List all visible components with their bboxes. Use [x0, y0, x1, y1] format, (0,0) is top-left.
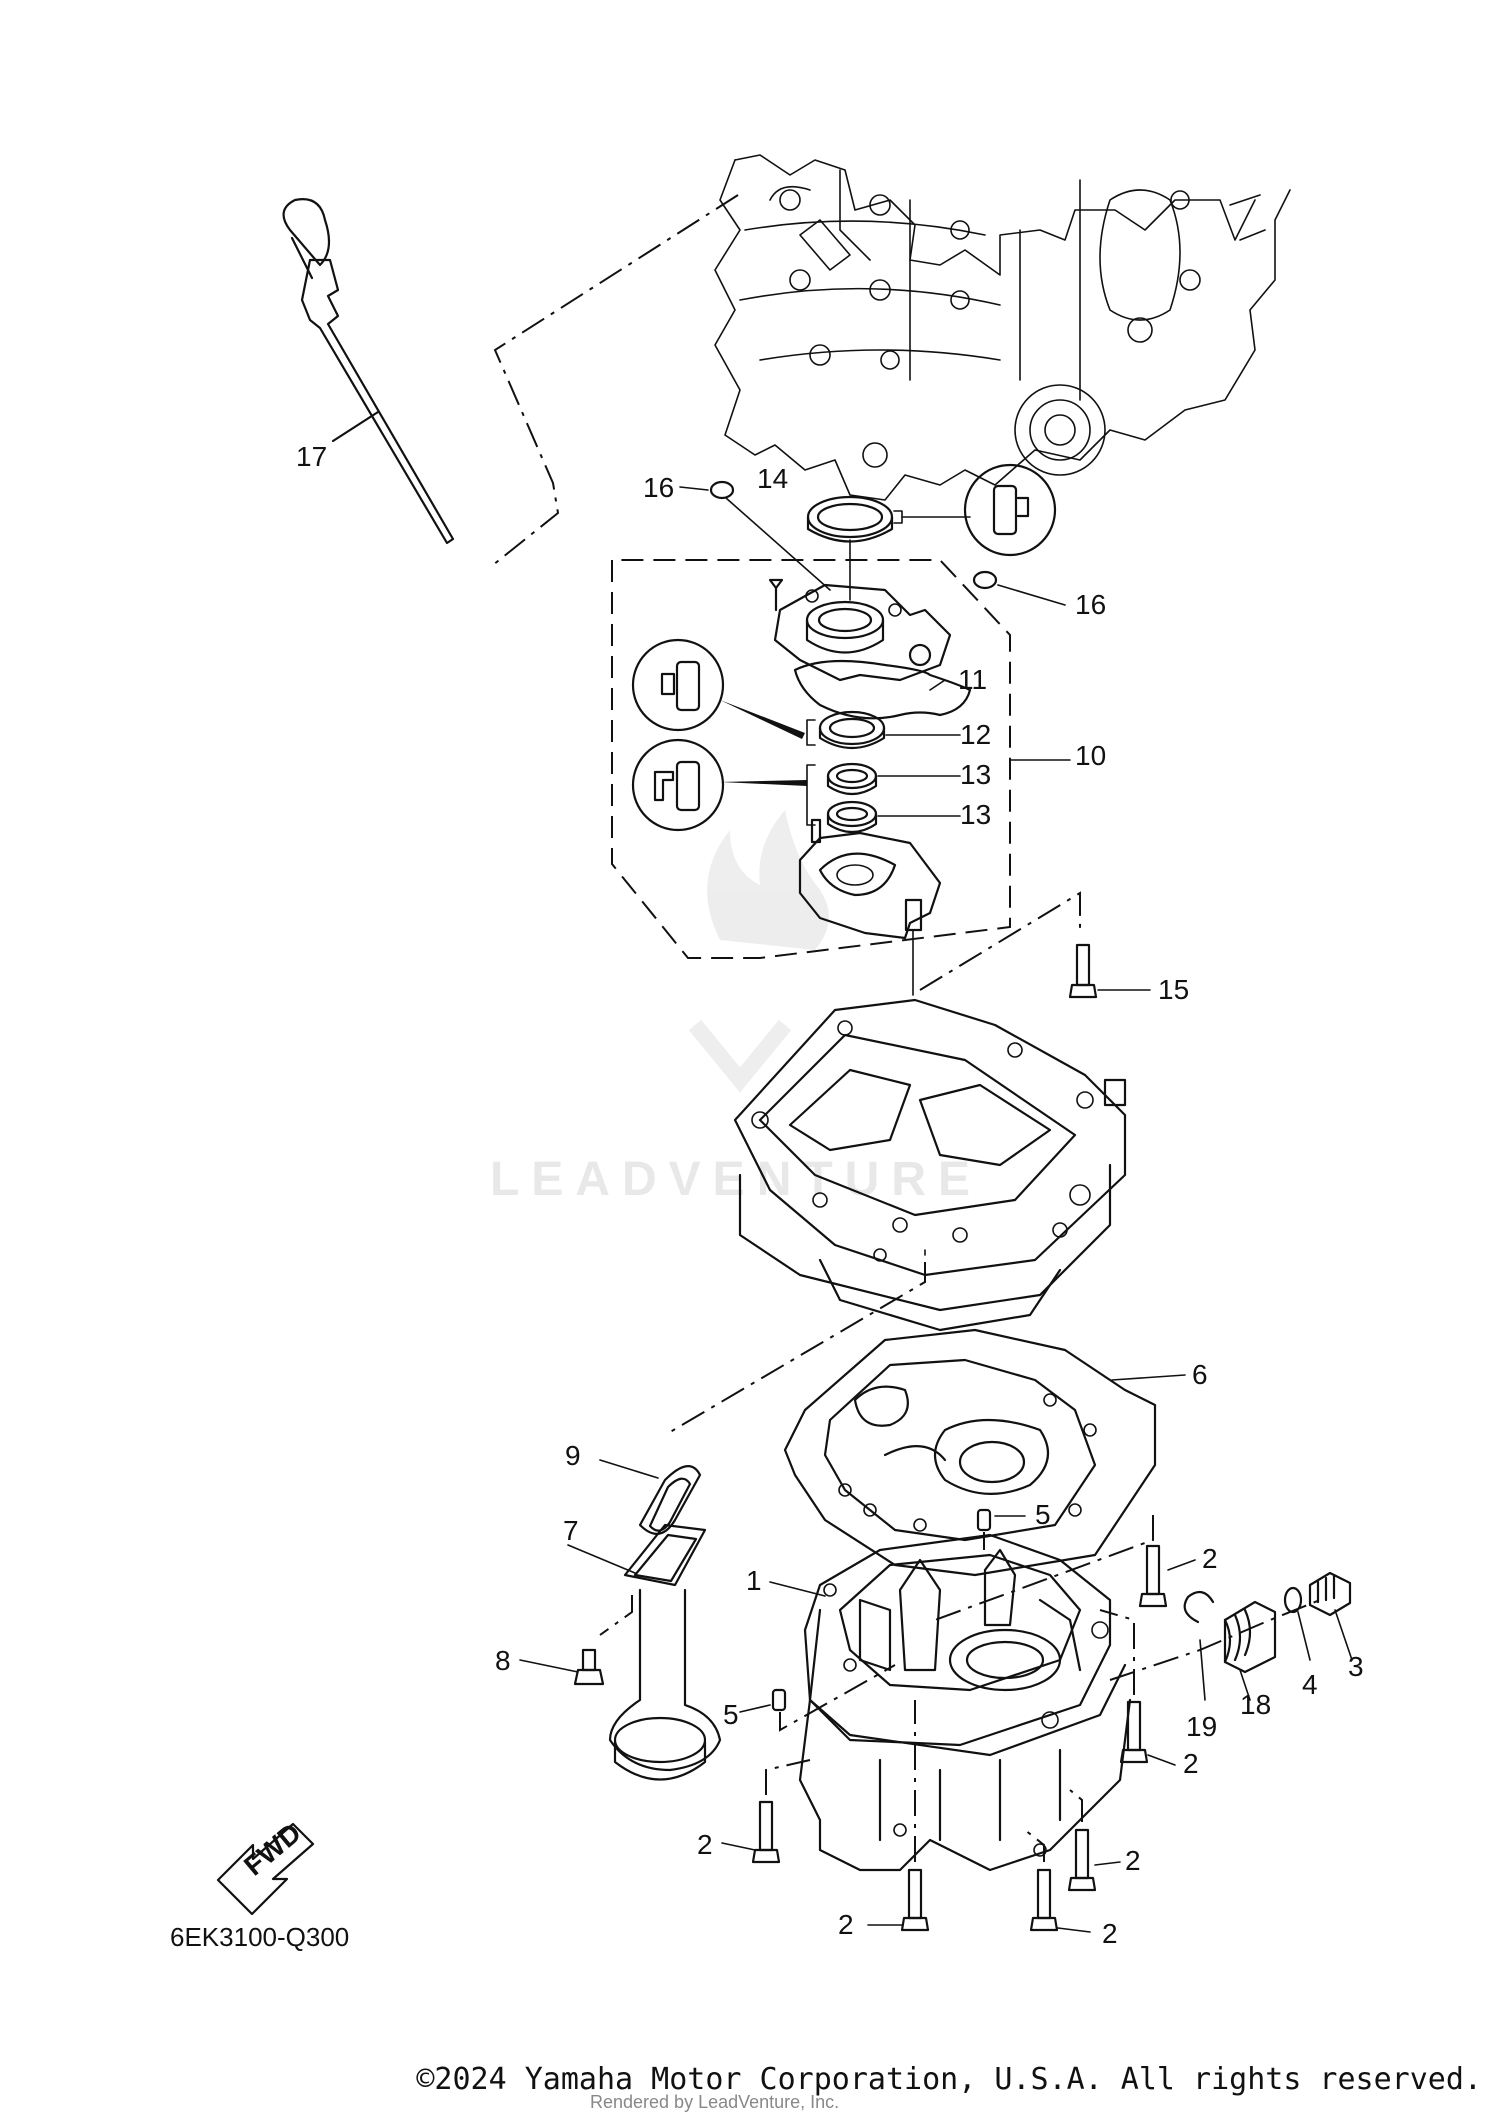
callout-9: 9 — [565, 1440, 581, 1471]
gasket-6 — [783, 1328, 1186, 1577]
callout-7: 7 — [563, 1515, 579, 1546]
seal-orientation-bubble-2 — [631, 738, 807, 832]
o-ring-16-right — [972, 570, 998, 590]
callout-8: 8 — [495, 1645, 511, 1676]
callout-13-lower: 13 — [960, 799, 991, 830]
bolt-2-left — [721, 1759, 811, 1864]
callout-5-top: 5 — [1035, 1499, 1051, 1530]
callout-5-left: 5 — [723, 1699, 739, 1730]
exhaust-guide — [733, 998, 1127, 1332]
callout-2-f: 2 — [1102, 1918, 1118, 1949]
housing-lower — [798, 818, 942, 996]
bolt-8 — [519, 1648, 605, 1686]
callout-14: 14 — [757, 463, 788, 494]
watermark: LEADVENTURE — [490, 810, 982, 1206]
callout-6: 6 — [1192, 1359, 1208, 1390]
callout-4: 4 — [1302, 1669, 1318, 1700]
callout-16-left: 16 — [643, 472, 674, 503]
bolt-2-bottom-left — [867, 1700, 930, 1932]
callout-12: 12 — [960, 719, 991, 750]
oil-seal-14 — [806, 463, 1057, 601]
callout-labels: 17 16 14 16 11 12 10 13 13 15 6 9 5 7 2 … — [296, 441, 1364, 1949]
callout-2-e: 2 — [838, 1909, 854, 1940]
gasket-11 — [793, 659, 972, 720]
diagram-code: 6EK3100-Q300 — [170, 1922, 349, 1952]
callout-16-right: 16 — [1075, 589, 1106, 620]
fwd-arrow-icon: FWD — [216, 1817, 315, 1916]
callout-2-a: 2 — [1202, 1543, 1218, 1574]
seal-orientation-bubble-1 — [631, 638, 805, 739]
oil-seal-13-lower — [826, 800, 961, 834]
housing-upper — [768, 578, 952, 682]
dipstick — [282, 194, 739, 566]
rendered-by-text: Rendered by LeadVenture, Inc. — [590, 2092, 840, 2112]
callout-13-upper: 13 — [960, 759, 991, 790]
callout-19: 19 — [1186, 1711, 1217, 1742]
bolt-2-bottom-mid — [1067, 1789, 1121, 1892]
o-ring-16-left — [709, 480, 735, 500]
bolt-2-right-upper — [934, 1515, 1196, 1621]
oil-seal-12 — [806, 710, 961, 749]
drain-assembly — [1109, 1571, 1353, 1701]
dowel-pin-5-top — [976, 1508, 1026, 1550]
callout-1: 1 — [746, 1565, 762, 1596]
callout-10: 10 — [1075, 740, 1106, 771]
oil-strainer-pipe-7 — [567, 1523, 722, 1781]
callout-2-c: 2 — [697, 1829, 713, 1860]
oil-pan-1 — [769, 1533, 1132, 1872]
bolt-2-right-lower — [1099, 1609, 1176, 1766]
callout-11: 11 — [958, 664, 987, 695]
bolt-2-bottom-right — [1024, 1829, 1091, 1933]
guide-centerline — [664, 1262, 926, 1436]
oil-seal-13-upper — [826, 762, 961, 796]
callout-2-b: 2 — [1183, 1748, 1199, 1779]
gasket-9 — [599, 1459, 702, 1535]
callout-15: 15 — [1158, 974, 1189, 1005]
watermark-text: LEADVENTURE — [490, 1153, 982, 1206]
callout-17: 17 — [296, 441, 327, 472]
copyright-notice: ©2024 Yamaha Motor Corporation, U.S.A. A… — [416, 2062, 1482, 2097]
bolt-15 — [919, 891, 1151, 999]
dowel-pin-5-left — [739, 1664, 896, 1732]
engine-block-outline — [714, 154, 1291, 501]
callout-3: 3 — [1348, 1651, 1364, 1682]
callout-18: 18 — [1240, 1689, 1271, 1720]
callout-2-d: 2 — [1125, 1845, 1141, 1876]
assembly-10-boundary — [611, 559, 1011, 959]
